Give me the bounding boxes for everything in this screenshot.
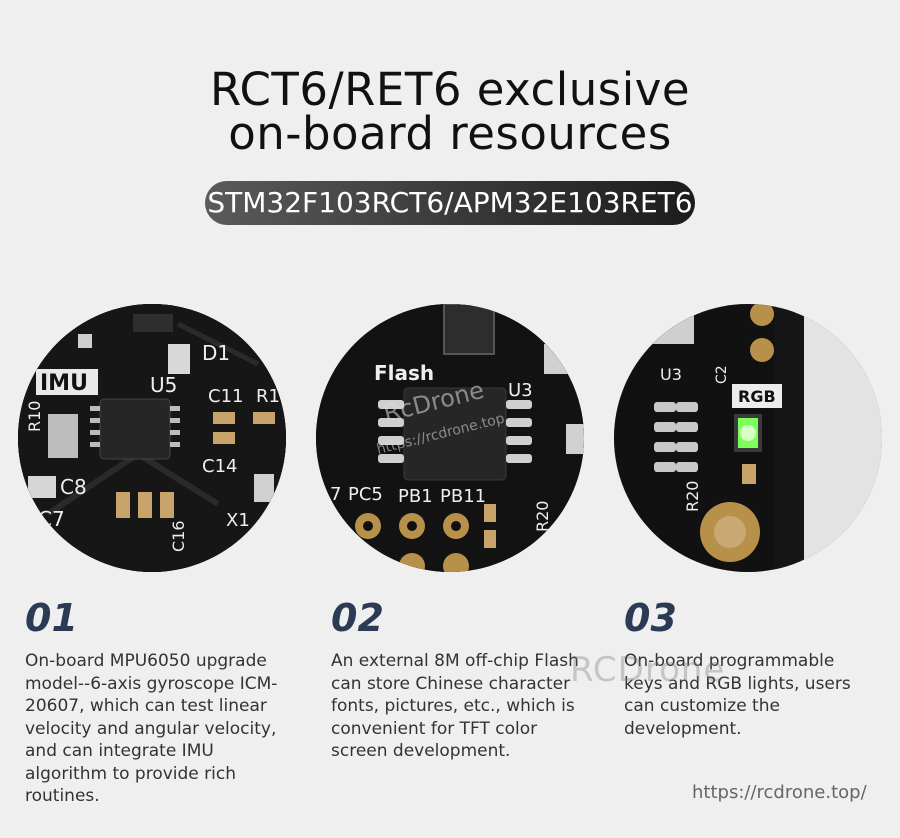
flash-board-photo: Flash U3 RcDrone https://rcdrone.top 7 P… [316,304,584,572]
footer-url: https://rcdrone.top/ [692,782,867,803]
feature-number-1: 01 [25,596,78,640]
d1-label: D1 [202,341,230,365]
c7-label: C7 [38,507,65,531]
title-line-2: on-board resources [228,107,672,160]
feature-number-3: 03 [624,596,677,640]
c2-label: C2 [714,365,730,384]
u3-label: U3 [508,380,533,401]
u5-label: U5 [150,373,177,397]
flash-label: Flash [374,361,434,385]
pin-7-label: 7 [330,484,341,505]
feature-number-2: 02 [331,596,384,640]
pb1-label: PB1 [398,486,433,507]
rgb-label: RGB [738,387,776,406]
r10-label: R10 [25,401,44,432]
c11-label: C11 [208,386,243,407]
model-badge: STM32F103RCT6/APM32E103RET6 [205,181,695,225]
feature-description-1: On-board MPU6050 upgrade model--6-axis g… [25,651,278,806]
rgb-board-photo: U3 C2 RGB R20 [614,304,882,572]
imu-label: IMU [40,371,88,396]
pb11-label: PB11 [440,486,486,507]
watermark: RCDrone [570,650,726,690]
x1-label: X1 [226,510,250,531]
c8-label: C8 [60,475,87,499]
feature-description-3: On-board programmable keys and RGB light… [624,651,851,739]
title-line-1: RCT6/RET6 exclusive [209,63,691,116]
feature-description-2: An external 8M off-chip Flash can store … [331,651,579,761]
u3-label: U3 [660,365,682,384]
r20-label: R20 [533,501,552,532]
page-title: RCT6/RET6 exclusive on-board resources [0,63,900,160]
c14-label: C14 [202,456,237,477]
r1-label: R1 [256,386,280,407]
c16-label: C16 [169,520,188,552]
imu-board-photo: IMU U5 D1 C11 R1 C14 R10 C8 C7 C16 X1 [18,304,286,572]
r20-label: R20 [683,481,702,512]
pc5-label: PC5 [348,484,383,505]
